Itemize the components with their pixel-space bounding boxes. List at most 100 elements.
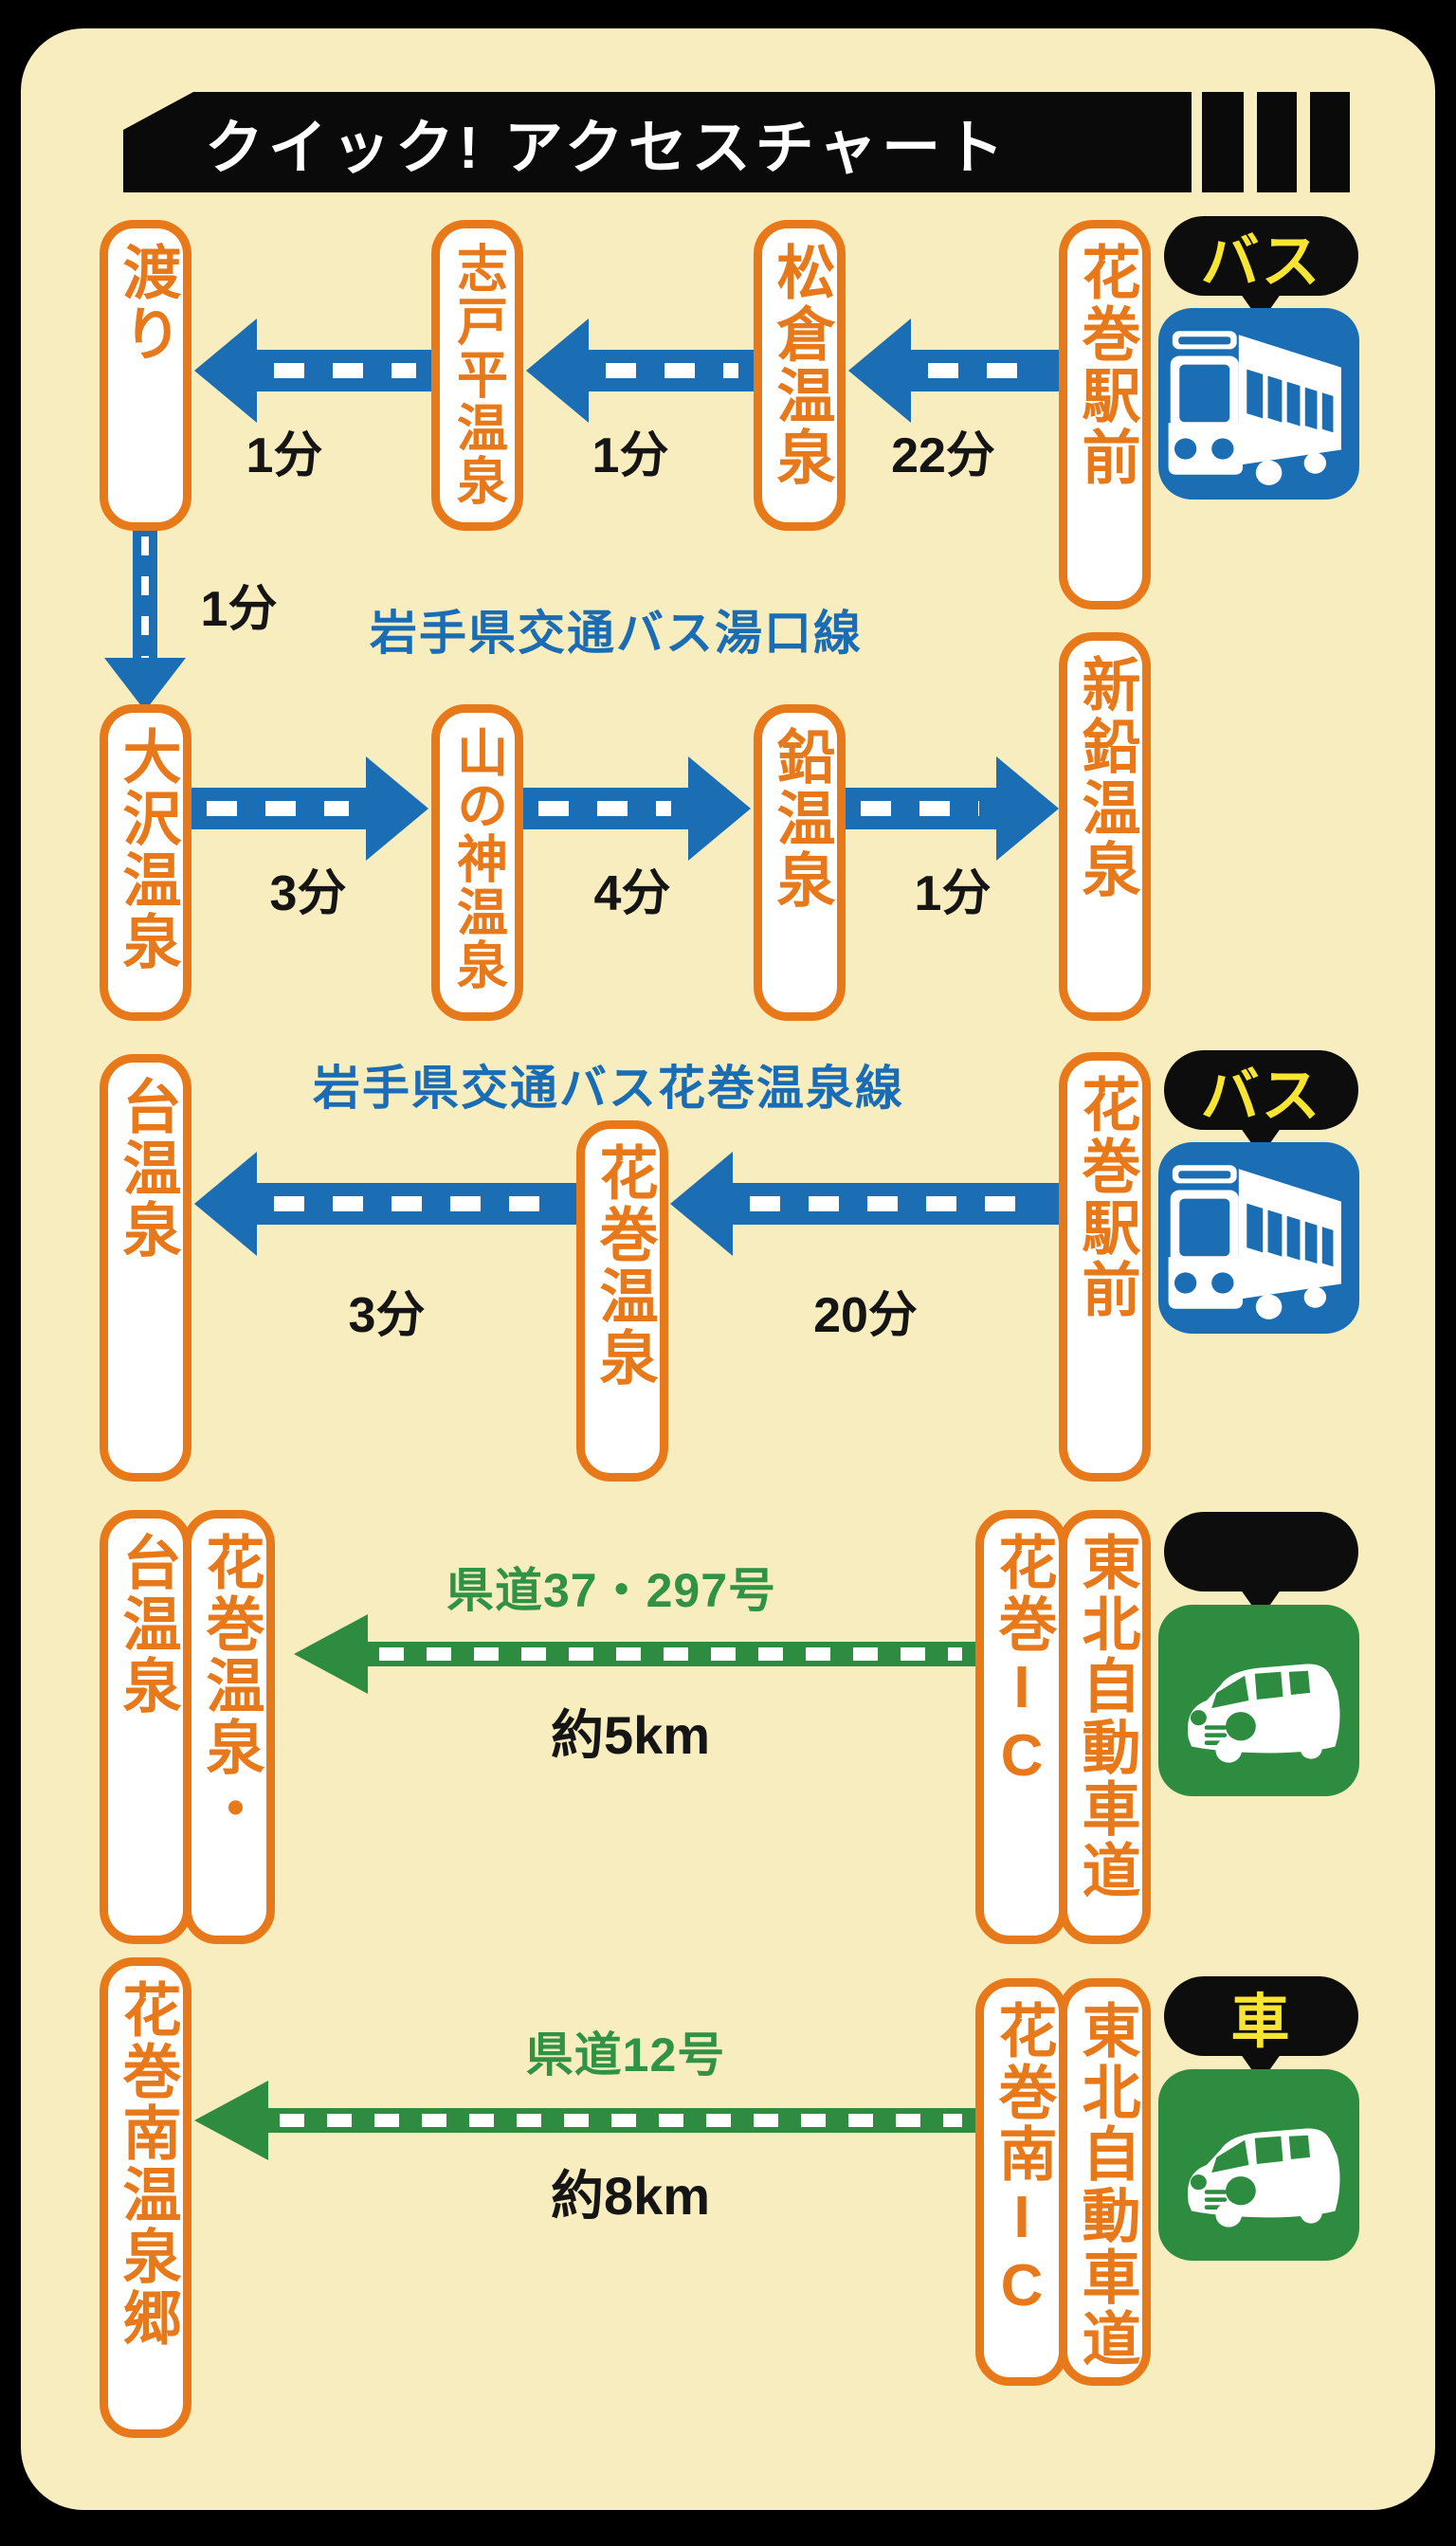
road-label: 県道37・297号 xyxy=(446,1564,777,1617)
node-matsukura-onsen: 松倉温泉 xyxy=(754,220,846,531)
node-osawa-onsen: 大沢温泉 xyxy=(100,704,191,1021)
arrow-head xyxy=(366,756,428,861)
route-arrow-right xyxy=(846,756,1059,861)
node-dai-onsen: 台温泉 xyxy=(100,1054,191,1482)
title-bar: クイック! アクセスチャート xyxy=(123,92,1192,192)
node-yamanokami-onsen: 山の神温泉 xyxy=(431,704,523,1021)
node-label: 新鉛温泉 xyxy=(1072,654,1138,900)
node-label: 花巻駅前 xyxy=(1072,1074,1138,1320)
route-arrow-left xyxy=(670,1152,1059,1256)
duration-label: 3分 xyxy=(269,866,347,921)
node-namari-onsen: 鉛温泉 xyxy=(754,704,846,1021)
route-arrow-left xyxy=(194,318,431,423)
bus-line-name: 岩手県交通バス湯口線 xyxy=(370,607,863,660)
arrow-dashes xyxy=(141,536,149,660)
arrow-dashes xyxy=(379,1647,962,1661)
distance-label: 約5km xyxy=(550,1705,711,1765)
node-label: 花巻IC xyxy=(989,1532,1055,1791)
arrow-head xyxy=(104,658,186,711)
node-tohoku-expressway-2: 東北自動車道 xyxy=(1059,1978,1151,2386)
node-shin-namari-onsen: 新鉛温泉 xyxy=(1059,632,1151,1021)
node-label: 鉛温泉 xyxy=(767,726,833,911)
bus-icon xyxy=(1158,1142,1359,1334)
node-watari: 渡り xyxy=(100,220,191,531)
node-label: 渡り xyxy=(113,242,179,365)
node-hanamaki-minami-ic: 花巻南IC xyxy=(975,1978,1067,2386)
arrow-dashes xyxy=(280,2114,962,2127)
arrow-dashes xyxy=(274,1196,561,1211)
car-bubble xyxy=(1164,1512,1358,1591)
node-label: 山の神温泉 xyxy=(448,726,506,991)
bus-bubble-label: バス xyxy=(1200,1064,1322,1129)
node-hanamaki-ekimae-1: 花巻駅前 xyxy=(1059,220,1151,609)
distance-label: 約8km xyxy=(550,2166,711,2226)
route-arrow-down xyxy=(104,531,186,713)
node-hanamaki-minami-onsenkyo: 花巻南温泉郷 xyxy=(100,1957,191,2438)
deco-bar xyxy=(1202,92,1244,192)
deco-bar xyxy=(1257,92,1297,192)
duration-label: 1分 xyxy=(914,866,992,921)
road-label: 県道12号 xyxy=(525,2028,726,2082)
arrow-dashes xyxy=(207,801,349,816)
node-hanamaki-ekimae-2: 花巻駅前 xyxy=(1059,1052,1151,1482)
arrow-head xyxy=(294,1614,368,1694)
node-label: 花巻温泉・ xyxy=(196,1532,263,1840)
route-arrow-left xyxy=(848,318,1059,423)
duration-label: 3分 xyxy=(348,1288,426,1343)
arrow-head xyxy=(848,318,911,423)
route-arrow-left-green xyxy=(194,2081,975,2160)
bus-line-name: 岩手県交通バス花巻温泉線 xyxy=(313,1062,904,1115)
arrow-dashes xyxy=(274,363,416,378)
arrow-dashes xyxy=(606,363,738,378)
node-hanamaki-onsen: 花巻温泉 xyxy=(576,1120,668,1482)
node-label: 東北自動車道 xyxy=(1072,1532,1138,1901)
page-title: クイック! アクセスチャート xyxy=(205,116,1010,181)
duration-label: 1分 xyxy=(592,428,669,483)
duration-label: 22分 xyxy=(891,428,995,483)
route-arrow-left xyxy=(526,318,754,423)
arrow-head xyxy=(670,1152,733,1256)
node-shidotaira-onsen: 志戸平温泉 xyxy=(431,220,523,531)
node-hanamaki-ic: 花巻IC xyxy=(975,1510,1067,1944)
arrow-head xyxy=(194,318,257,423)
arrow-dashes xyxy=(750,1196,1044,1211)
arrow-head xyxy=(688,756,751,861)
node-dai-onsen-car: 台温泉 xyxy=(100,1510,191,1944)
car-bubble-label: 車 xyxy=(1230,1990,1292,2055)
car-bubble: 車 xyxy=(1164,1976,1358,2056)
duration-label: 20分 xyxy=(813,1288,918,1343)
deco-bar xyxy=(1310,92,1350,192)
node-label: 花巻駅前 xyxy=(1072,242,1138,488)
arrow-head xyxy=(194,1152,257,1256)
route-arrow-left xyxy=(194,1152,576,1256)
node-label: 花巻南IC xyxy=(989,2000,1055,2321)
node-label: 花巻温泉 xyxy=(590,1142,656,1389)
duration-label: 1分 xyxy=(200,582,278,637)
node-label: 東北自動車道 xyxy=(1072,2000,1138,2370)
route-arrow-right xyxy=(523,756,751,861)
node-label: 志戸平温泉 xyxy=(448,242,506,507)
duration-label: 4分 xyxy=(593,866,671,921)
duration-label: 1分 xyxy=(246,428,323,483)
bus-icon xyxy=(1158,308,1359,500)
node-label: 大沢温泉 xyxy=(113,726,179,973)
arrow-head xyxy=(194,2081,268,2160)
node-label: 台温泉 xyxy=(113,1532,179,1717)
node-label: 花巻南温泉郷 xyxy=(113,1979,179,2349)
bus-bubble: バス xyxy=(1164,216,1358,296)
bus-bubble-label: バス xyxy=(1200,229,1322,295)
node-label: 松倉温泉 xyxy=(767,242,833,488)
node-tohoku-expressway-1: 東北自動車道 xyxy=(1059,1510,1151,1944)
car-icon xyxy=(1158,2069,1359,2261)
arrow-dashes xyxy=(928,363,1044,378)
node-hanamaki-onsen-car: 花巻温泉・ xyxy=(183,1510,275,1944)
arrow-dashes xyxy=(861,801,979,816)
bus-bubble: バス xyxy=(1164,1050,1358,1130)
arrow-dashes xyxy=(538,801,671,816)
route-arrow-left-green xyxy=(294,1614,975,1694)
node-label: 台温泉 xyxy=(113,1076,179,1261)
car-icon xyxy=(1158,1605,1359,1796)
route-arrow-right xyxy=(191,756,428,861)
arrow-head xyxy=(526,318,589,423)
